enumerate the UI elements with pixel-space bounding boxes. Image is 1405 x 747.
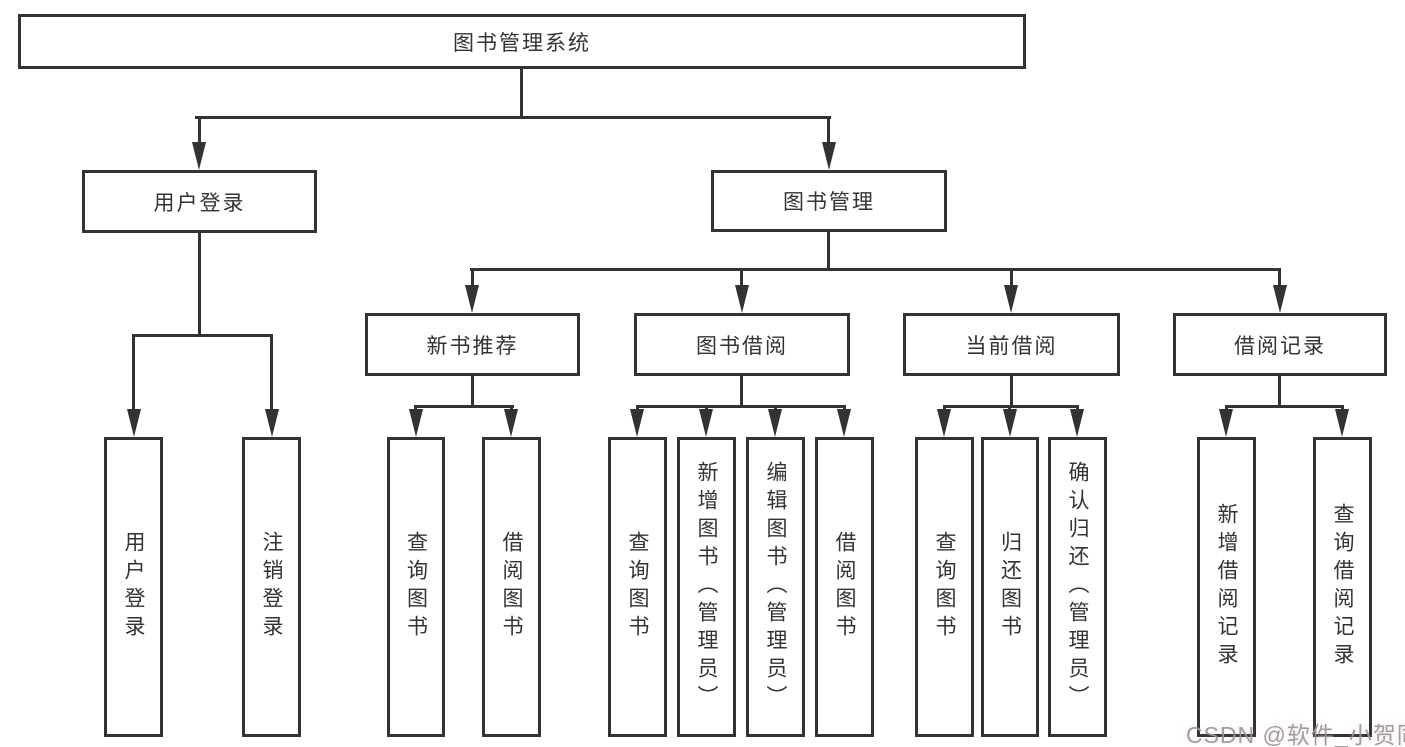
connector-line xyxy=(520,68,523,117)
leaf-return-books: 归还图书 xyxy=(981,437,1039,737)
arrow-down-icon xyxy=(768,409,782,437)
arrow-down-icon xyxy=(822,142,836,170)
arrow-down-icon xyxy=(504,409,518,437)
leaf-confirm-return-admin: 确认归还（管理员） xyxy=(1048,437,1107,737)
arrow-down-icon xyxy=(1004,285,1018,313)
arrow-down-icon xyxy=(1335,409,1349,437)
arrow-down-icon xyxy=(630,409,644,437)
arrow-down-icon xyxy=(1003,409,1017,437)
connector-line xyxy=(827,232,830,270)
connector-line xyxy=(740,268,743,287)
leaf-query-books-current: 查询图书 xyxy=(915,437,974,737)
leaf-borrow-books-borrowing: 借阅图书 xyxy=(815,437,874,737)
arrow-down-icon xyxy=(937,409,951,437)
arrow-down-icon xyxy=(1070,409,1084,437)
arrow-down-icon xyxy=(837,409,851,437)
node-new-book-recommend: 新书推荐 xyxy=(365,313,580,376)
arrow-down-icon xyxy=(127,409,141,437)
connector-line xyxy=(470,268,1281,271)
connector-line xyxy=(827,116,830,144)
connector-line xyxy=(195,116,831,119)
arrow-down-icon xyxy=(192,142,206,170)
connector-line xyxy=(198,116,201,144)
node-user-login: 用户登录 xyxy=(82,170,317,233)
connector-line xyxy=(198,233,201,336)
leaf-borrow-books-recommend: 借阅图书 xyxy=(482,437,541,737)
connector-line xyxy=(1278,268,1281,287)
node-borrow-records: 借阅记录 xyxy=(1173,313,1387,376)
connector-line xyxy=(414,405,514,408)
connector-line xyxy=(943,405,1079,408)
connector-line xyxy=(1278,375,1281,408)
arrow-down-icon xyxy=(1273,285,1287,313)
node-book-management: 图书管理 xyxy=(711,170,947,232)
connector-line xyxy=(1010,375,1013,408)
connector-line xyxy=(1225,405,1344,408)
node-root: 图书管理系统 xyxy=(18,14,1026,69)
arrow-down-icon xyxy=(465,285,479,313)
leaf-query-books-borrowing: 查询图书 xyxy=(608,437,667,737)
leaf-edit-books-admin: 编辑图书（管理员） xyxy=(746,437,805,737)
arrow-down-icon xyxy=(265,409,279,437)
leaf-query-books-recommend: 查询图书 xyxy=(387,437,445,737)
connector-line xyxy=(132,334,135,410)
connector-line xyxy=(740,375,743,408)
connector-line xyxy=(471,268,474,287)
watermark: CSDN @软件_小贺同学 xyxy=(1186,722,1405,747)
leaf-add-borrow-record: 新增借阅记录 xyxy=(1197,437,1256,737)
leaf-query-borrow-record: 查询借阅记录 xyxy=(1313,437,1372,737)
connector-line xyxy=(636,405,846,408)
arrow-down-icon xyxy=(699,409,713,437)
node-current-borrowing: 当前借阅 xyxy=(903,313,1120,376)
arrow-down-icon xyxy=(409,409,423,437)
leaf-logout: 注销登录 xyxy=(242,437,301,737)
leaf-user-login: 用户登录 xyxy=(104,437,163,737)
arrow-down-icon xyxy=(735,285,749,313)
leaf-add-books-admin: 新增图书（管理员） xyxy=(677,437,736,737)
connector-line xyxy=(471,375,474,408)
connector-line xyxy=(270,334,273,410)
connector-line xyxy=(132,334,273,337)
connector-line xyxy=(1010,268,1013,287)
arrow-down-icon xyxy=(1219,409,1233,437)
node-book-borrowing: 图书借阅 xyxy=(634,313,850,376)
